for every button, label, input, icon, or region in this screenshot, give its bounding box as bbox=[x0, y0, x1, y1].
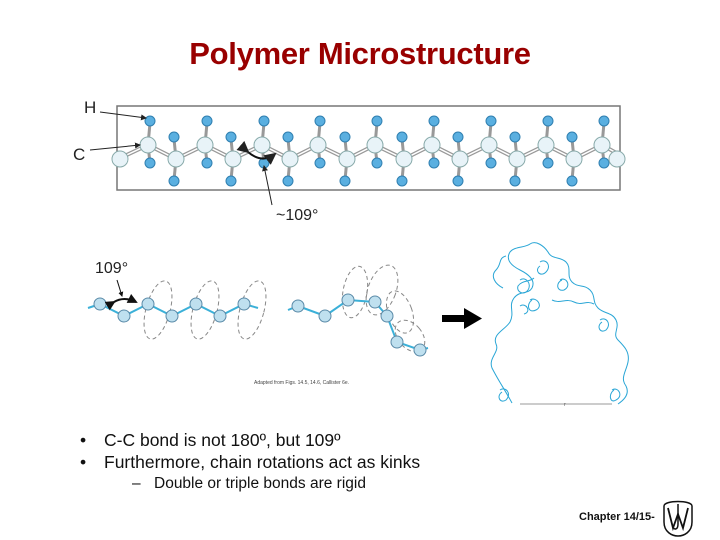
bullet-item: •Furthermore, chain rotations act as kin… bbox=[80, 452, 421, 472]
bond-angle-label: ~109° bbox=[276, 207, 319, 224]
polyethylene-chain-diagram bbox=[89, 105, 626, 206]
slide-title: Polymer Microstructure bbox=[189, 36, 531, 71]
carbon-label: C bbox=[73, 145, 86, 164]
chain-rotation-diagram: r bbox=[87, 242, 629, 408]
sub-bullet-item: –Double or triple bonds are rigid bbox=[132, 475, 366, 492]
arrow-right-icon bbox=[442, 308, 482, 329]
hydrogen-label: H bbox=[84, 98, 97, 117]
bullet-item: •C-C bond is not 180º, but 109º bbox=[80, 430, 341, 450]
figure-credit: Adapted from Figs. 14.5, 14.6, Callister… bbox=[254, 380, 350, 386]
svg-text:r: r bbox=[564, 402, 566, 408]
bullet-list: •C-C bond is not 180º, but 109º •Further… bbox=[80, 429, 420, 495]
chapter-footer: Chapter 14/15- bbox=[579, 511, 655, 523]
wiley-logo-icon bbox=[663, 500, 693, 537]
zigzag-angle-label: 109° bbox=[95, 260, 129, 277]
